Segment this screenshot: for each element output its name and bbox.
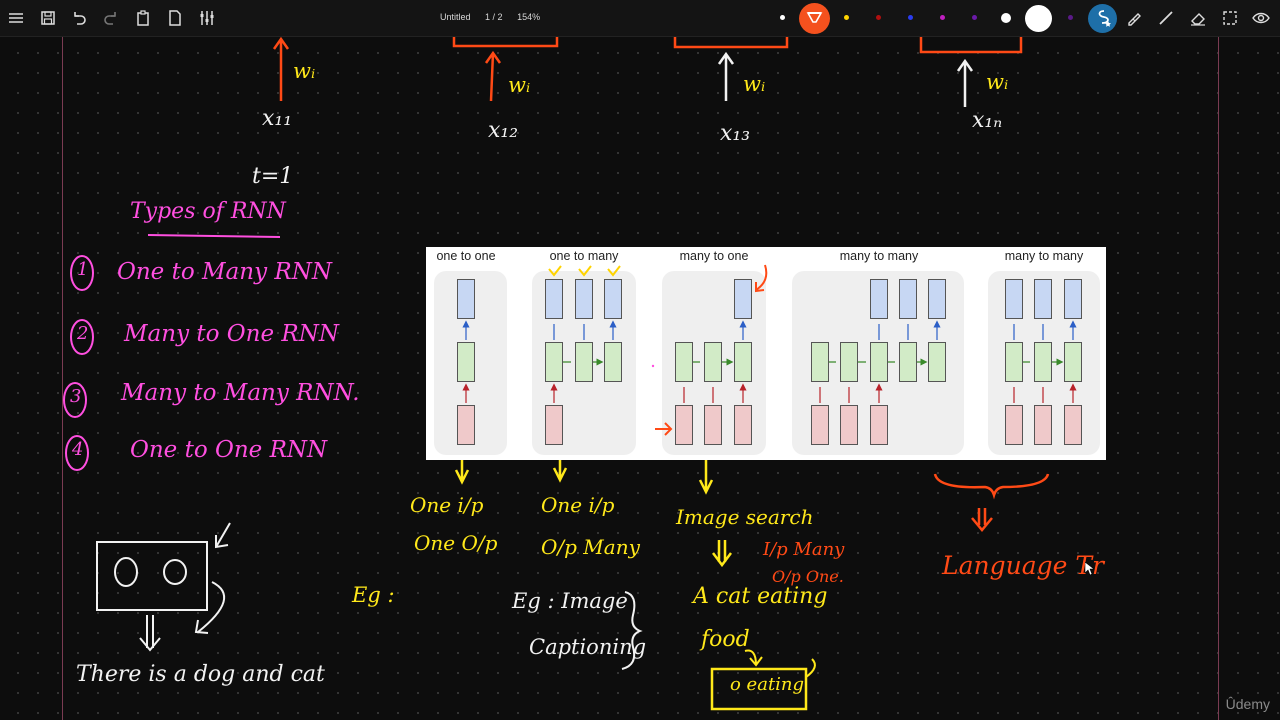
label-x1n: x₁ₙ [972,110,1002,132]
label-x11: x₁₁ [262,108,292,130]
highlighter-icon[interactable] [1121,4,1147,32]
label-wi-2: wᵢ [508,75,530,96]
color-magenta[interactable] [940,15,945,20]
udemy-watermark: Ûdemy [1226,696,1270,712]
note-image-search: Image search [676,507,813,527]
label-wi-3: wᵢ [743,74,765,95]
note-one-io-1: One i/p [410,495,483,515]
menu-icon[interactable] [3,4,29,32]
zoom-level[interactable]: 154% [517,12,540,22]
list-num-4: 4 [72,441,83,459]
note-one-many-2: O/p Many [541,537,640,557]
list-num-3: 3 [70,388,81,406]
color-yellow[interactable] [844,15,849,20]
color-red[interactable] [876,15,881,20]
note-caption-text: There is a dog and cat [76,664,325,686]
note-op-one: O/p One. [772,569,844,585]
note-cat-eating: A cat eating [693,586,827,608]
list-item-4: One to One RNN [130,439,327,462]
page-indicator: 1 / 2 [485,12,503,22]
select-tool-icon[interactable] [1217,4,1243,32]
view-eye-icon[interactable] [1248,4,1274,32]
rnn-types-figure: one to one one to many many to one many … [426,247,1106,460]
clipboard-icon[interactable] [130,4,156,32]
note-one-many-1: One i/p [541,495,614,515]
note-o-eating: o eating [730,676,804,694]
note-food: food [701,629,750,651]
list-num-2: 2 [77,325,88,343]
top-toolbar: Untitled 1 / 2 154% [0,0,1280,37]
cursor-icon [1085,562,1095,576]
label-wi-1: wᵢ [293,61,315,82]
size-small-button[interactable] [1001,13,1011,23]
list-item-3: Many to Many RNN. [121,382,360,405]
page-icon[interactable] [162,4,188,32]
color-blue[interactable] [908,15,913,20]
types-heading: Types of RNN [130,201,286,223]
shape-pen-button[interactable] [1088,4,1117,33]
color-purple[interactable] [972,15,977,20]
note-eg-image: Eg : Image [512,591,628,612]
squiggle-star-icon [1088,4,1117,33]
label-x13: x₁₃ [720,123,750,145]
document-title: Untitled 1 / 2 154% [440,12,552,22]
color-white-small[interactable] [780,15,785,20]
list-item-1: One to Many RNN [117,261,332,284]
note-one-io-2: One O/p [414,533,497,553]
label-t1: t=1 [252,166,293,188]
note-captioning: Captioning [529,637,646,658]
undo-icon[interactable] [66,4,92,32]
pen-funnel-icon [799,3,830,34]
note-ip-many: I/p Many [763,541,844,559]
note-language: Language Tr [942,553,1104,578]
save-icon[interactable] [35,4,61,32]
eraser-icon[interactable] [1185,4,1211,32]
label-x12: x₁₂ [488,120,518,142]
label-wi-4: wᵢ [986,72,1008,93]
list-item-2: Many to One RNN [124,323,339,346]
figure-arrows [426,247,1106,460]
list-num-1: 1 [77,261,88,279]
redo-icon[interactable] [98,4,124,32]
doc-name: Untitled [440,12,471,22]
note-eg-1: Eg : [352,585,395,606]
sliders-icon[interactable] [194,4,220,32]
size-large-button[interactable] [1025,5,1052,32]
line-tool-icon[interactable] [1153,4,1179,32]
color-dark-purple[interactable] [1068,15,1073,20]
pen-active-button[interactable] [799,3,830,34]
